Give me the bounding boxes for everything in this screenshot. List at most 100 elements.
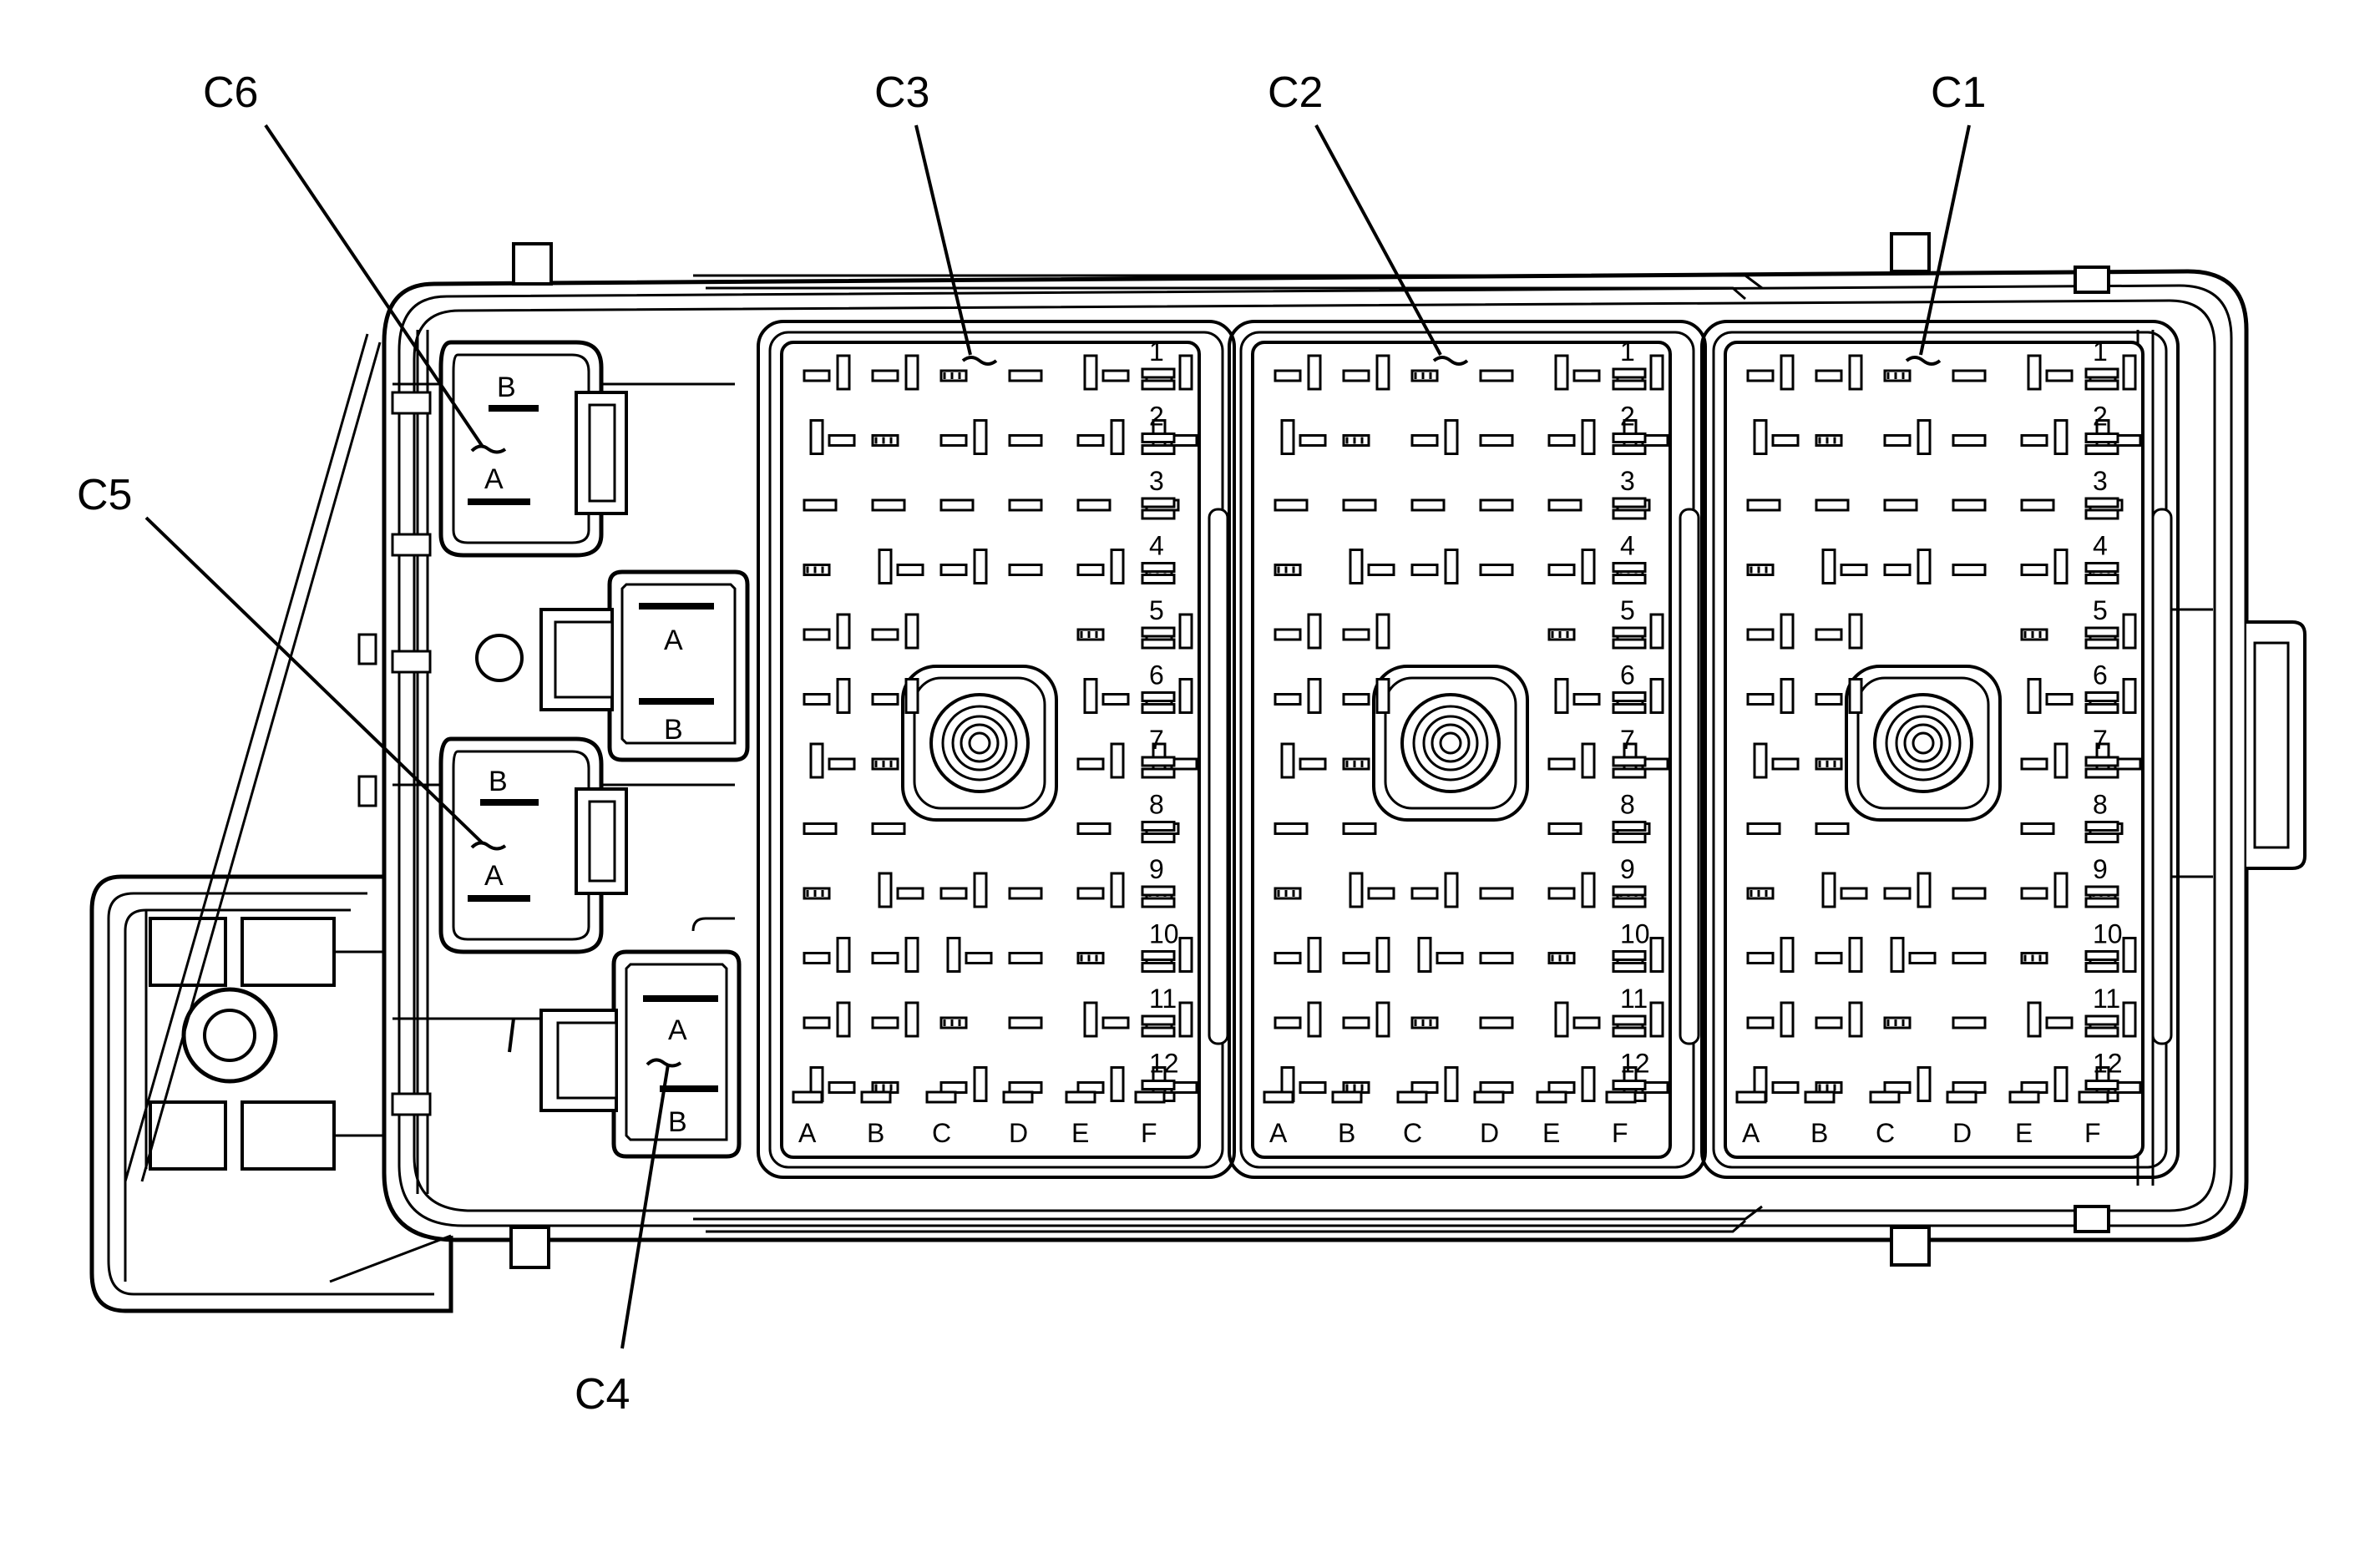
row-label: 4 bbox=[2093, 531, 2108, 561]
cavity bbox=[1083, 1001, 1098, 1038]
callout-c1: C1 bbox=[1931, 68, 1986, 117]
row-label: 10 bbox=[2093, 919, 2123, 949]
cavity bbox=[1649, 354, 1664, 391]
cavity bbox=[2084, 626, 2119, 638]
row-label: 1 bbox=[1620, 336, 1635, 367]
cavity bbox=[1952, 564, 1987, 576]
cavity bbox=[1581, 1066, 1596, 1102]
cavity bbox=[1280, 742, 1295, 779]
row-label: 5 bbox=[1149, 595, 1164, 625]
cavity bbox=[1076, 887, 1105, 900]
cavity bbox=[2122, 1001, 2137, 1038]
cavity bbox=[1141, 379, 1176, 391]
cavity bbox=[2027, 678, 2042, 714]
cavity bbox=[1746, 822, 1781, 835]
cavity bbox=[1821, 872, 1836, 908]
cavity bbox=[1952, 434, 1987, 447]
cavity bbox=[878, 549, 893, 584]
row-label: 6 bbox=[2093, 660, 2108, 690]
cavity bbox=[973, 1066, 988, 1102]
cavity bbox=[1612, 497, 1647, 508]
cavity bbox=[1349, 549, 1364, 584]
c5-terminal-b: B bbox=[489, 766, 508, 797]
cavity bbox=[1307, 354, 1322, 391]
cavity bbox=[1299, 434, 1327, 447]
connector-c6: B A bbox=[438, 340, 628, 558]
row-label: 11 bbox=[1620, 984, 1648, 1014]
row-label: 1 bbox=[2093, 336, 2108, 367]
cavity bbox=[1141, 444, 1176, 455]
cavity bbox=[871, 822, 906, 835]
column-label: D bbox=[1480, 1118, 1499, 1148]
column-label: E bbox=[2015, 1118, 2033, 1148]
cavity bbox=[1612, 508, 1647, 520]
row-label: 2 bbox=[1149, 402, 1164, 432]
cavity bbox=[2084, 1014, 2119, 1026]
cavity bbox=[2084, 962, 2119, 973]
cavity bbox=[836, 613, 851, 650]
cavity bbox=[1274, 822, 1309, 835]
cavity bbox=[1612, 767, 1647, 779]
row-label: 7 bbox=[2093, 725, 2108, 755]
cavity bbox=[946, 937, 961, 973]
cavity bbox=[904, 937, 919, 973]
cavity bbox=[871, 952, 899, 964]
cavity bbox=[1815, 693, 1843, 706]
cavity bbox=[2122, 678, 2137, 714]
cavity bbox=[803, 628, 831, 641]
cavity bbox=[1178, 937, 1193, 973]
cavity bbox=[1342, 498, 1377, 512]
column-label: F bbox=[1141, 1118, 1157, 1148]
cavity bbox=[803, 952, 831, 964]
cavity bbox=[2027, 354, 2042, 391]
cavity bbox=[1110, 1066, 1125, 1102]
cavity bbox=[1299, 757, 1327, 771]
cavity bbox=[1410, 564, 1439, 576]
cavity bbox=[2084, 432, 2119, 443]
row-label: 3 bbox=[1149, 466, 1164, 496]
cavity bbox=[1375, 354, 1390, 391]
cavity bbox=[1952, 952, 1987, 964]
cavity bbox=[896, 887, 924, 900]
cavity bbox=[1554, 354, 1569, 391]
cavity bbox=[1342, 369, 1370, 382]
cavity bbox=[1076, 822, 1112, 835]
cavity bbox=[2084, 367, 2119, 379]
cavity bbox=[1581, 419, 1596, 455]
cavity bbox=[2084, 1026, 2119, 1038]
cavity bbox=[2084, 897, 2119, 908]
cavity bbox=[1444, 1066, 1459, 1102]
cavity bbox=[1572, 693, 1601, 706]
c6-terminal-b: B bbox=[497, 372, 516, 403]
cavity bbox=[1612, 638, 1647, 650]
row-label: 12 bbox=[1620, 1049, 1650, 1079]
cavity bbox=[1952, 1016, 1987, 1029]
cavity bbox=[1753, 742, 1768, 779]
cavity bbox=[1342, 693, 1370, 706]
cavity bbox=[2084, 574, 2119, 584]
cavity bbox=[1274, 628, 1302, 641]
cavity bbox=[1141, 885, 1176, 897]
cavity bbox=[1612, 367, 1647, 379]
cavity bbox=[1375, 1001, 1390, 1038]
cavity bbox=[939, 564, 968, 576]
cavity bbox=[2084, 885, 2119, 897]
row-label: 6 bbox=[1149, 660, 1164, 690]
cavity bbox=[1083, 678, 1098, 714]
cavity bbox=[2084, 703, 2119, 714]
cavity bbox=[2084, 832, 2119, 843]
cavity bbox=[836, 678, 851, 714]
row-label: 11 bbox=[1149, 984, 1177, 1014]
cavity bbox=[1141, 574, 1176, 584]
cavity bbox=[2045, 693, 2074, 706]
cavity bbox=[1375, 678, 1390, 714]
column-label: B bbox=[1338, 1118, 1355, 1148]
cavity bbox=[1612, 1026, 1647, 1038]
cavity bbox=[1375, 937, 1390, 973]
cavity bbox=[904, 354, 919, 391]
cavity bbox=[1141, 367, 1176, 379]
cavity bbox=[2020, 757, 2048, 771]
row-label: 1 bbox=[1149, 336, 1164, 367]
row-label: 8 bbox=[1149, 790, 1164, 820]
cavity bbox=[1342, 952, 1370, 964]
